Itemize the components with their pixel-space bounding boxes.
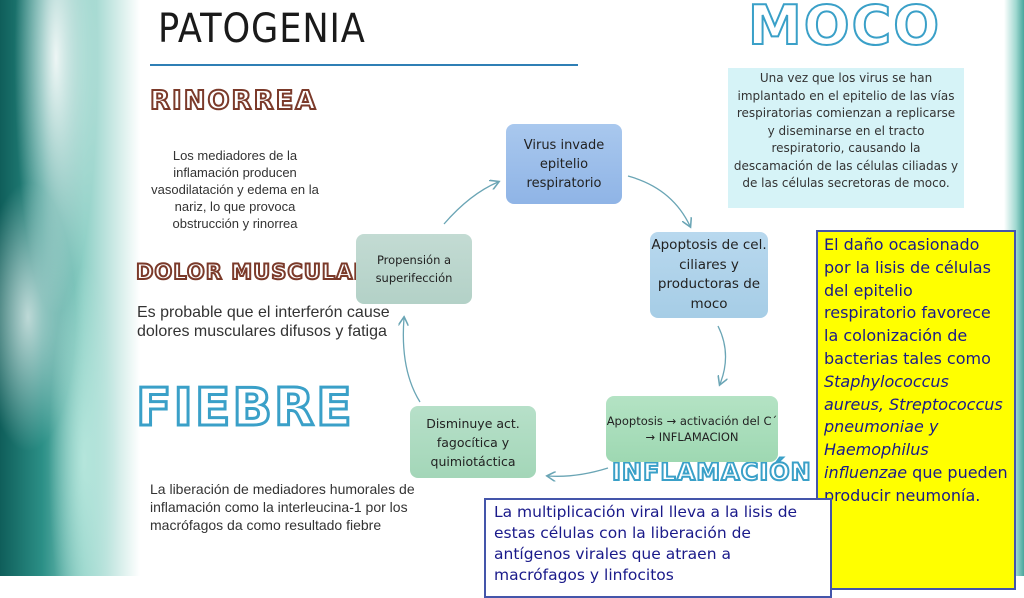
yellow-box-text-1: El daño ocasionado por la lisis de célul…	[824, 235, 991, 368]
arrow-node5-to-node1	[443, 182, 498, 225]
left-decoration	[0, 0, 140, 576]
cycle-node-inflammation: Apoptosis → activación del C´ → INFLAMAC…	[606, 396, 778, 462]
arrow-node1-to-node2	[627, 175, 690, 226]
dolor-description: Es probable que el interferón cause dolo…	[137, 304, 390, 340]
viral-lysis-box: La multiplicación viral lleva a la lisis…	[484, 498, 832, 598]
yellow-box-text-2: que pueden producir neumonía.	[824, 462, 1008, 505]
page-title: PATOGENIA	[158, 6, 366, 52]
rinorrea-description: Los mediadores de la inflamación produce…	[151, 148, 319, 231]
bacterial-complication-box: El daño ocasionado por la lisis de célul…	[816, 230, 1016, 590]
heading-rinorrea: RINORREA	[149, 85, 318, 117]
heading-moco: MOCO	[747, 0, 942, 58]
arrow-node3-to-node4	[548, 467, 609, 476]
title-underline	[150, 64, 578, 66]
moco-description-box: Una vez que los virus se han implantado …	[728, 68, 964, 208]
heading-inflamacion: INFLAMACIÓN	[611, 457, 812, 487]
heading-dolor-muscular: DOLOR MUSCULAR	[135, 259, 371, 285]
cycle-node-apoptosis-cells: Apoptosis de cel. ciliares y productoras…	[650, 232, 768, 318]
cycle-node-superinfection: Propensión a superifección	[356, 234, 472, 304]
fiebre-description: La liberación de mediadores humorales de…	[150, 481, 415, 533]
heading-fiebre: FIEBRE	[135, 377, 354, 440]
arrow-node2-to-node3	[718, 325, 726, 384]
cycle-node-virus: Virus invade epitelio respiratorio	[506, 124, 622, 204]
yellow-box-species: Staphylococcus aureus, Streptococcus pne…	[824, 371, 1003, 482]
arrow-node4-to-node5	[403, 318, 421, 403]
cycle-node-phagocytic: Disminuye act. fagocítica y quimiotáctic…	[410, 406, 536, 478]
